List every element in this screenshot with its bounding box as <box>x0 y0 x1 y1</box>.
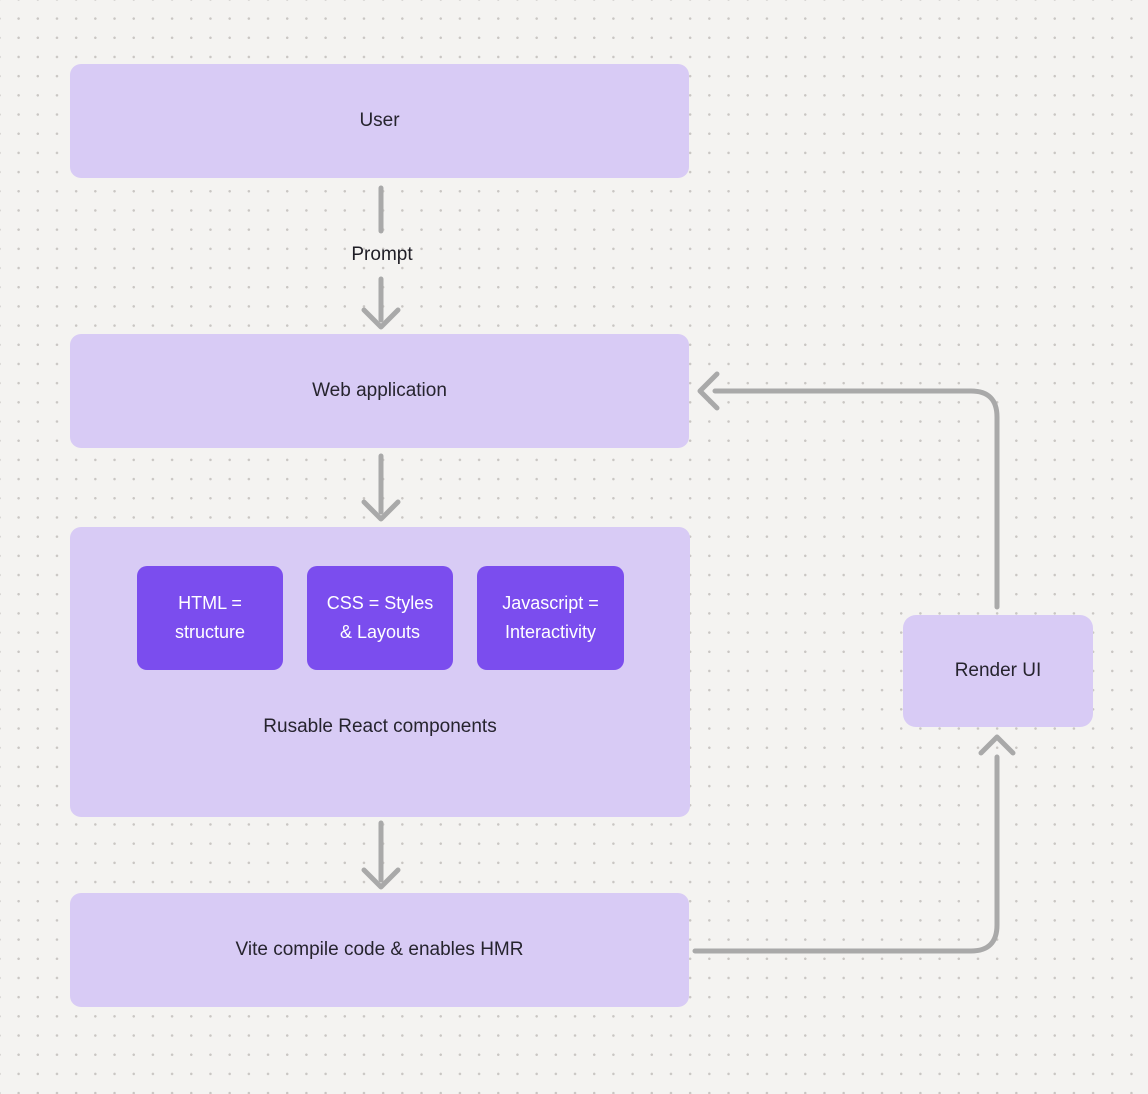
node-render-ui[interactable]: Render UI <box>903 615 1093 727</box>
node-css-styles-label: CSS = Styles & Layouts <box>326 593 434 642</box>
arrowhead-down-webapp <box>361 307 401 330</box>
arrowhead-down-vite <box>361 867 401 890</box>
node-vite[interactable]: Vite compile code & enables HMR <box>70 893 689 1007</box>
group-caption: Rusable React components <box>263 716 497 737</box>
node-javascript-interactivity-label: Javascript = Interactivity <box>502 593 599 642</box>
node-react-components-group[interactable]: HTML = structure CSS = Styles & Layouts … <box>70 527 690 817</box>
edge-renderui-to-webapp-line <box>712 388 1000 610</box>
arrowhead-up-renderui <box>978 734 1016 756</box>
node-vite-label: Vite compile code & enables HMR <box>235 939 524 960</box>
node-user[interactable]: User <box>70 64 689 178</box>
node-render-ui-label: Render UI <box>954 660 1042 681</box>
node-html-structure-label: HTML = structure <box>174 593 246 642</box>
node-web-application[interactable]: Web application <box>70 334 689 448</box>
arrowhead-left-webapp <box>697 371 720 411</box>
arrowhead-down-group <box>361 499 401 522</box>
node-javascript-interactivity[interactable]: Javascript = Interactivity <box>477 566 624 670</box>
node-user-label: User <box>359 110 400 131</box>
edge-vite-to-renderui-line <box>692 754 1000 954</box>
edge-label-prompt: Prompt <box>351 244 413 265</box>
node-web-application-label: Web application <box>312 380 447 401</box>
node-css-styles[interactable]: CSS = Styles & Layouts <box>307 566 453 670</box>
node-html-structure[interactable]: HTML = structure <box>137 566 283 670</box>
